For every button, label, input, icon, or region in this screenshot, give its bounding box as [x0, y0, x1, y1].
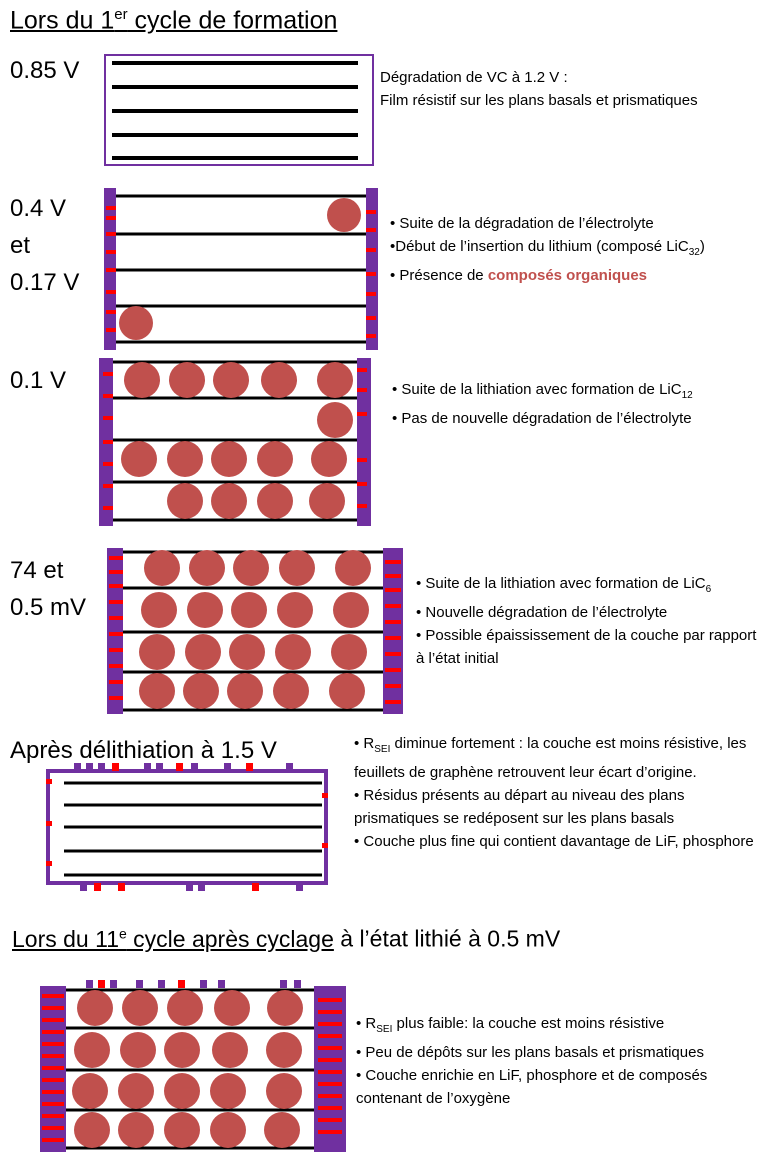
title-eleventh-cycle: Lors du 11e cycle après cyclage à l’état… [12, 925, 561, 952]
particles-lic12 [121, 362, 353, 519]
step5-line3: • Couche plus fine qui contient davantag… [354, 833, 754, 850]
schematic-step1 [104, 54, 374, 166]
step4-description: • Suite de la lithiation avec formation … [416, 572, 761, 670]
schematic-step2 [104, 188, 378, 350]
step6-line1: • RSEI plus faible: la couche est moins … [356, 1015, 665, 1035]
particle-organic [327, 198, 361, 232]
step6-line2: • Peu de dépôts sur les plans basals et … [356, 1044, 704, 1061]
step1-line2: Film résistif sur les plans basals et pr… [380, 92, 698, 109]
schematic-step4 [107, 548, 403, 714]
step2-description: • Suite de la dégradation de l’électroly… [390, 212, 705, 287]
title-first-cycle: Lors du 1er cycle de formation [10, 6, 338, 35]
step2-line1: • Suite de la dégradation de l’électroly… [390, 215, 654, 232]
step2-line3: • Présence de composés organiques [390, 267, 648, 284]
particles-lic6 [139, 550, 371, 709]
voltage-label-0-1v: 0.1 V [10, 367, 67, 394]
step4-line2: • Nouvelle dégradation de l’électrolyte [416, 604, 668, 621]
step4-line3: • Possible épaississement de la couche p… [416, 627, 757, 667]
step1-line1: Dégradation de VC à 1.2 V : [380, 69, 568, 86]
residue-left [106, 206, 116, 332]
particles-cycle11 [72, 990, 303, 1148]
residue-right [366, 210, 376, 338]
step3-line1: • Suite de la lithiation avec formation … [392, 381, 693, 401]
particle-organic [119, 306, 153, 340]
step5-description: • RSEI diminue fortement : la couche est… [354, 732, 759, 853]
voltage-label-74-0-5mv: 74 et 0.5 mV [10, 557, 87, 621]
step1-description: Dégradation de VC à 1.2 V : Film résisti… [380, 66, 698, 112]
voltage-label-delithiation: Après délithiation à 1.5 V [10, 737, 277, 764]
schematic-step3 [99, 358, 371, 526]
graphene-sheets [116, 194, 366, 344]
step5-line1: • RSEI diminue fortement : la couche est… [354, 735, 747, 781]
organic-compounds-highlight: composés organiques [487, 267, 648, 284]
step3-line2: • Pas de nouvelle dégradation de l’élect… [392, 410, 692, 427]
step6-description: • RSEI plus faible: la couche est moins … [356, 1012, 761, 1110]
step6-line3: • Couche enrichie en LiF, phosphore et d… [356, 1067, 708, 1107]
schematic-step6 [40, 980, 346, 1152]
schematic-step5 [46, 763, 328, 891]
voltage-label-0-4v: 0.4 V et 0.17 V [10, 195, 80, 296]
step4-line1: • Suite de la lithiation avec formation … [416, 575, 712, 595]
voltage-label-0-85v: 0.85 V [10, 57, 80, 84]
step2-line2: •Début de l’insertion du lithium (compos… [390, 238, 705, 258]
step5-line2: • Résidus présents au départ au niveau d… [354, 787, 685, 827]
graphene-sheets [112, 61, 358, 160]
step3-description: • Suite de la lithiation avec formation … [392, 378, 693, 430]
